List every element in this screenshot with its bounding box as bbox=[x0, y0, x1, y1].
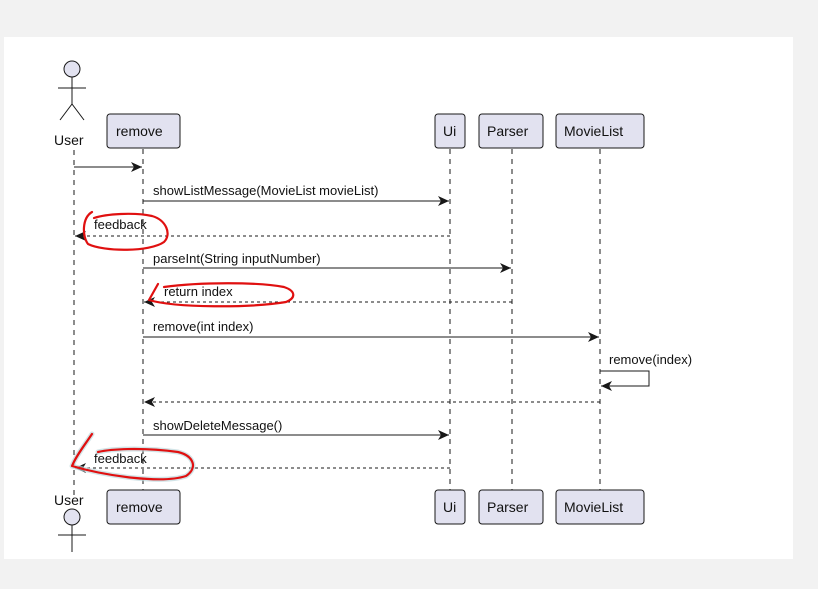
actor-head-icon bbox=[63, 60, 81, 78]
lifelines bbox=[73, 149, 601, 495]
actor-user-label-top: User bbox=[54, 132, 84, 148]
annotation-return-index bbox=[147, 282, 295, 308]
participant-remove-bottom: remove bbox=[106, 489, 181, 525]
participant-ui-bottom: Ui bbox=[434, 489, 466, 525]
participant-parser-bottom: Parser bbox=[478, 489, 544, 525]
participant-parser-label: Parser bbox=[487, 123, 529, 139]
msg-self-remove-label: remove(index) bbox=[609, 352, 692, 367]
annotation-feedback-1 bbox=[82, 210, 169, 251]
actor-user-bottom bbox=[58, 508, 86, 552]
participant-ui-label: Ui bbox=[443, 499, 456, 515]
msg-return-index-label: return index bbox=[164, 284, 233, 299]
participant-remove-label: remove bbox=[116, 123, 163, 139]
msg-remove-int-label: remove(int index) bbox=[153, 319, 253, 334]
annotation-feedback-2 bbox=[70, 432, 195, 481]
participant-movielist-label: MovieList bbox=[564, 123, 623, 139]
participant-parser-label: Parser bbox=[487, 499, 529, 515]
actor-head-icon bbox=[63, 508, 81, 526]
msg-parseint-label: parseInt(String inputNumber) bbox=[153, 251, 321, 266]
participant-movielist-bottom: MovieList bbox=[555, 489, 645, 525]
actor-user-top bbox=[58, 60, 86, 121]
red-annotations bbox=[69, 210, 295, 482]
msg-feedback-1-label: feedback bbox=[94, 217, 147, 232]
msg-show-list-label: showListMessage(MovieList movieList) bbox=[153, 183, 378, 198]
participant-remove-top: remove bbox=[106, 113, 181, 149]
messages bbox=[74, 162, 650, 473]
actor-user-label-bottom: User bbox=[54, 492, 84, 508]
participant-ui-label: Ui bbox=[443, 123, 456, 139]
msg-show-delete-label: showDeleteMessage() bbox=[153, 418, 282, 433]
participant-movielist-label: MovieList bbox=[564, 499, 623, 515]
participant-parser-top: Parser bbox=[478, 113, 544, 149]
participant-ui-top: Ui bbox=[434, 113, 466, 149]
participant-remove-label: remove bbox=[116, 499, 163, 515]
msg-feedback-2-label: feedback bbox=[94, 451, 147, 466]
msg-self-remove-arrow bbox=[600, 370, 650, 391]
participant-movielist-top: MovieList bbox=[555, 113, 645, 149]
